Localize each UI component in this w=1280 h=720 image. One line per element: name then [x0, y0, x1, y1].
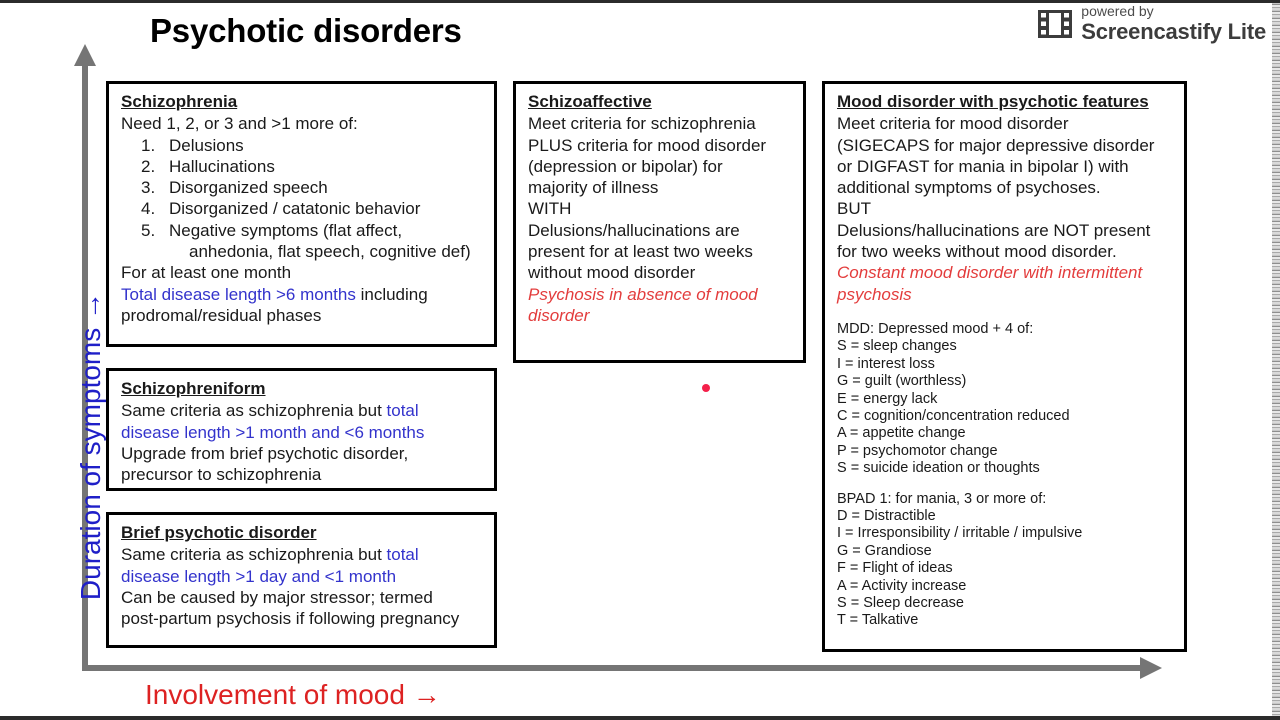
- mdd-item: I = interest loss: [837, 355, 935, 372]
- blue-highlight: Total disease length >6 months: [121, 284, 356, 304]
- box-schizoaffective-line: (depression or bipolar) for: [528, 156, 723, 176]
- bottom-edge-bar: [0, 716, 1280, 720]
- x-axis-arrow-icon: [1140, 657, 1162, 679]
- box-brief-line3: Can be caused by major stressor; termed: [121, 587, 433, 607]
- criteria-text: Hallucinations: [169, 156, 275, 176]
- cursor-highlight-dot: [702, 384, 710, 392]
- x-axis-label: Involvement of mood →: [145, 679, 441, 710]
- box-schizophrenia-heading: Schizophrenia: [121, 92, 238, 111]
- box-schizoaffective-heading: Schizoaffective: [528, 92, 652, 111]
- box-schizoaffective-line: majority of illness: [528, 178, 659, 198]
- box-mood-line: for two weeks without mood disorder.: [837, 242, 1117, 262]
- bpad-item: D = Distractible: [837, 508, 936, 525]
- box-schizophrenia-duration: For at least one month: [121, 263, 292, 283]
- criteria-text: Disorganized speech: [169, 178, 328, 198]
- box-schizophreniform: Schizophreniform Same criteria as schizo…: [106, 368, 497, 491]
- mdd-item: S = sleep changes: [837, 338, 957, 355]
- mdd-item: G = guilt (worthless): [837, 373, 967, 390]
- blue-highlight: total: [386, 401, 419, 421]
- plain-text: Same criteria as schizophrenia but: [121, 545, 387, 565]
- box-schizoaffective-line: without mood disorder: [528, 263, 696, 283]
- criteria-text: Disorganized / catatonic behavior: [169, 199, 421, 219]
- box-schizophreniform-line4: precursor to schizophrenia: [121, 465, 322, 485]
- box-schizoaffective-line: present for at least two weeks: [528, 242, 753, 262]
- mdd-item: E = energy lack: [837, 390, 938, 407]
- box-schizophreniform-line2: disease length >1 month and <6 months: [121, 422, 425, 442]
- y-axis-arrow-icon: [74, 44, 96, 66]
- box-mood-line: or DIGFAST for mania in bipolar I) with: [837, 156, 1129, 176]
- y-axis-label: Duration of symptoms →: [75, 291, 106, 601]
- film-strip-icon: [1038, 9, 1073, 38]
- criteria-item: 2. Hallucinations: [121, 156, 484, 177]
- box-brief-heading: Brief psychotic disorder: [121, 523, 317, 542]
- box-mood-line: BUT: [837, 199, 871, 219]
- box-schizoaffective: Schizoaffective Meet criteria for schizo…: [513, 81, 806, 363]
- blue-highlight: total: [386, 545, 419, 565]
- spacer: [837, 478, 1174, 491]
- bpad-item: S = Sleep decrease: [837, 595, 964, 612]
- box-schizoaffective-line: PLUS criteria for mood disorder: [528, 135, 767, 155]
- spacer: [837, 305, 1174, 321]
- box-schizophrenia-total-length: Total disease length >6 months including: [121, 284, 484, 305]
- box-schizophrenia: Schizophrenia Need 1, 2, or 3 and >1 mor…: [106, 81, 497, 347]
- x-axis-line: [82, 665, 1142, 671]
- box-mood-summary: psychosis: [837, 284, 912, 304]
- box-brief-line1: Same criteria as schizophrenia but total: [121, 544, 484, 565]
- criteria-number: 4.: [141, 199, 156, 219]
- mdd-title: MDD: Depressed mood + 4 of:: [837, 320, 1034, 337]
- box-schizophrenia-intro: Need 1, 2, or 3 and >1 more of:: [121, 114, 358, 134]
- y-axis-line: [82, 62, 88, 671]
- bpad-item: A = Activity increase: [837, 577, 967, 594]
- badge-text: powered by Screencastify Lite: [1081, 4, 1266, 43]
- box-schizoaffective-line: Delusions/hallucinations are: [528, 220, 740, 240]
- top-edge-bar: [0, 0, 1280, 3]
- box-brief-line2: disease length >1 day and <1 month: [121, 566, 397, 586]
- criteria-text: Negative symptoms (flat affect,: [169, 220, 403, 240]
- box-schizophreniform-heading: Schizophreniform: [121, 379, 266, 398]
- box-schizophrenia-last-line: prodromal/residual phases: [121, 305, 322, 325]
- criteria-list: 1. Delusions 2. Hallucinations 3. Disorg…: [121, 135, 484, 263]
- criteria-continuation: anhedonia, flat speech, cognitive def): [189, 242, 471, 262]
- box-mood-line: Meet criteria for mood disorder: [837, 114, 1069, 134]
- badge-powered-by: powered by: [1081, 3, 1154, 19]
- bpad-title: BPAD 1: for mania, 3 or more of:: [837, 490, 1047, 507]
- mdd-item: A = appetite change: [837, 425, 966, 442]
- box-mood-summary: Constant mood disorder with intermittent: [837, 263, 1143, 283]
- box-schizophreniform-line3: Upgrade from brief psychotic disorder,: [121, 443, 409, 463]
- badge-brand: Screencastify Lite: [1081, 19, 1266, 44]
- criteria-number: 1.: [141, 135, 156, 155]
- box-schizoaffective-summary: Psychosis in absence of mood: [528, 284, 758, 304]
- criteria-number: 5.: [141, 220, 156, 240]
- page-title: Psychotic disorders: [150, 12, 462, 49]
- box-mood-line: Delusions/hallucinations are NOT present: [837, 220, 1151, 240]
- bpad-item: I = Irresponsibility / irritable / impul…: [837, 525, 1083, 542]
- mdd-item: S = suicide ideation or thoughts: [837, 460, 1040, 477]
- box-schizophreniform-line1: Same criteria as schizophrenia but total: [121, 400, 484, 421]
- criteria-item: 3. Disorganized speech: [121, 177, 484, 198]
- box-mood-disorder-psychotic-features: Mood disorder with psychotic features Me…: [822, 81, 1187, 652]
- box-schizoaffective-summary: disorder: [528, 305, 590, 325]
- box-schizoaffective-line: Meet criteria for schizophrenia: [528, 114, 756, 134]
- box-mood-heading: Mood disorder with psychotic features: [837, 92, 1149, 111]
- box-mood-line: additional symptoms of psychoses.: [837, 178, 1101, 198]
- box-schizoaffective-line: WITH: [528, 199, 572, 219]
- screencastify-badge: powered by Screencastify Lite: [1038, 4, 1266, 43]
- criteria-item: 1. Delusions: [121, 135, 484, 156]
- plain-text: Same criteria as schizophrenia but: [121, 401, 387, 421]
- box-mood-line: (SIGECAPS for major depressive disorder: [837, 135, 1155, 155]
- bpad-item: F = Flight of ideas: [837, 560, 953, 577]
- mdd-item: C = cognition/concentration reduced: [837, 408, 1070, 424]
- criteria-item: 5. Negative symptoms (flat affect,: [121, 220, 484, 241]
- criteria-item: 4. Disorganized / catatonic behavior: [121, 198, 484, 219]
- bpad-item: T = Talkative: [837, 612, 919, 629]
- box-brief-psychotic-disorder: Brief psychotic disorder Same criteria a…: [106, 512, 497, 648]
- criteria-number: 3.: [141, 178, 156, 198]
- right-edge-strip: [1272, 3, 1280, 716]
- box-brief-line4: post-partum psychosis if following pregn…: [121, 609, 460, 629]
- bpad-item: G = Grandiose: [837, 542, 932, 559]
- criteria-number: 2.: [141, 156, 156, 176]
- criteria-text: Delusions: [169, 135, 244, 155]
- mdd-item: P = psychomotor change: [837, 442, 998, 459]
- after-highlight: including: [355, 284, 428, 304]
